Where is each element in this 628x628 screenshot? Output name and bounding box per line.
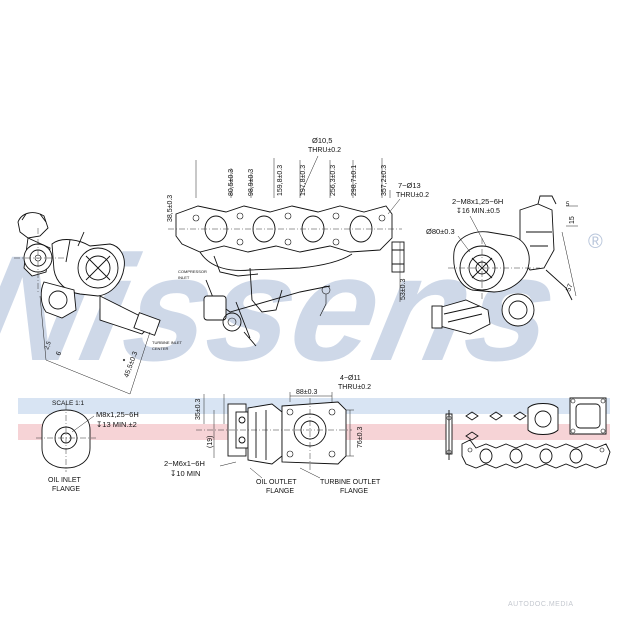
oil-outlet-label-1: OIL OUTLET [256,479,297,486]
dim-197-8: 197,8±0.3 [300,165,307,196]
dim-19: (19) [207,436,214,448]
m6-thread: 2−M6x1−6H [164,459,205,468]
turbo-side-view [14,212,161,395]
turbine-holes-tol: THRU±0.2 [338,384,371,391]
turbine-holes: 4−Ø11 [340,375,361,382]
turbo-end-dimensions: 2−M8x1,25−6H ↧16 MIN.±0.5 Ø80±0.3 15 57 … [426,197,576,293]
dim-57: 57 [565,283,574,293]
m6-depth: ↧10 MIN [170,469,200,478]
outlet-flanges-view [196,392,354,479]
thread-depth: ↧16 MIN.±0.5 [456,207,500,215]
outlet-labels: 35±0.3 (19) 88±0.3 4−Ø11 THRU±0.2 76±0.3… [164,375,381,495]
oil-inlet-flange [36,404,96,472]
dim-35: 35±0.3 [195,399,202,420]
exhaust-manifold-view [168,158,405,347]
dim-159-8: 159,8±0.3 [277,165,284,196]
note-inlet: INLET [178,275,190,280]
manifold-dimensions: 38,5±0.3 80,5±0.3 98,9±0.3 159,8±0.3 197… [167,136,429,302]
dim-357-2: 357,2±0.3 [381,165,388,196]
bolt-hole-callout: Ø10,5 [312,136,332,145]
dim-88: 88±0.3 [296,389,317,396]
turbo-end-view [431,195,578,335]
dim-98-9: 98,9±0.3 [248,169,255,196]
dia-80: Ø80±0.3 [426,227,455,236]
holes-callout: 7−Ø13 [398,181,421,190]
dim-256-3: 256,3±0.3 [330,165,337,196]
footer-watermark: AUTODOC.MEDIA [508,601,574,608]
note-turbine-inlet: TURBINE INLET [152,340,183,345]
oil-inlet-labels: SCALE 1:1 M8x1,25−6H ↧13 MIN.±2 OIL INLE… [48,400,139,493]
registered-mark: ® [588,231,603,253]
dim-6: 6 [55,351,63,357]
thread-spec: 2−M8x1,25−6H [452,197,503,206]
bolt-hole-tolerance: THRU±0.2 [308,147,341,154]
dim-80-5: 80,5±0.3 [228,169,235,196]
note-center: CENTER [152,346,169,351]
dim-53: 53±0.3 [400,279,407,300]
dim-38-5: 38,5±0.3 [167,195,174,222]
dim-76: 76±0.3 [357,427,364,448]
oil-thread-depth: ↧13 MIN.±2 [96,420,137,429]
gasket-set [445,397,611,469]
turbine-outlet-label-2: FLANGE [340,488,368,495]
note-compressor: COMPRESSOR [178,269,207,274]
scale-label: SCALE 1:1 [52,400,85,407]
dim-298-7: 298,7±0.1 [351,165,358,196]
oil-outlet-label-2: FLANGE [266,488,294,495]
dim-5: 5 [566,202,570,208]
oil-inlet-label-2: FLANGE [52,486,80,493]
dim-15: 15 [569,216,576,224]
holes-tolerance: THRU±0.2 [396,192,429,199]
oil-thread-spec: M8x1,25−6H [96,410,139,419]
dim-2-5: 2,5 [44,340,53,351]
oil-inlet-label-1: OIL INLET [48,477,82,484]
turbine-outlet-label-1: TURBINE OUTLET [320,479,381,486]
